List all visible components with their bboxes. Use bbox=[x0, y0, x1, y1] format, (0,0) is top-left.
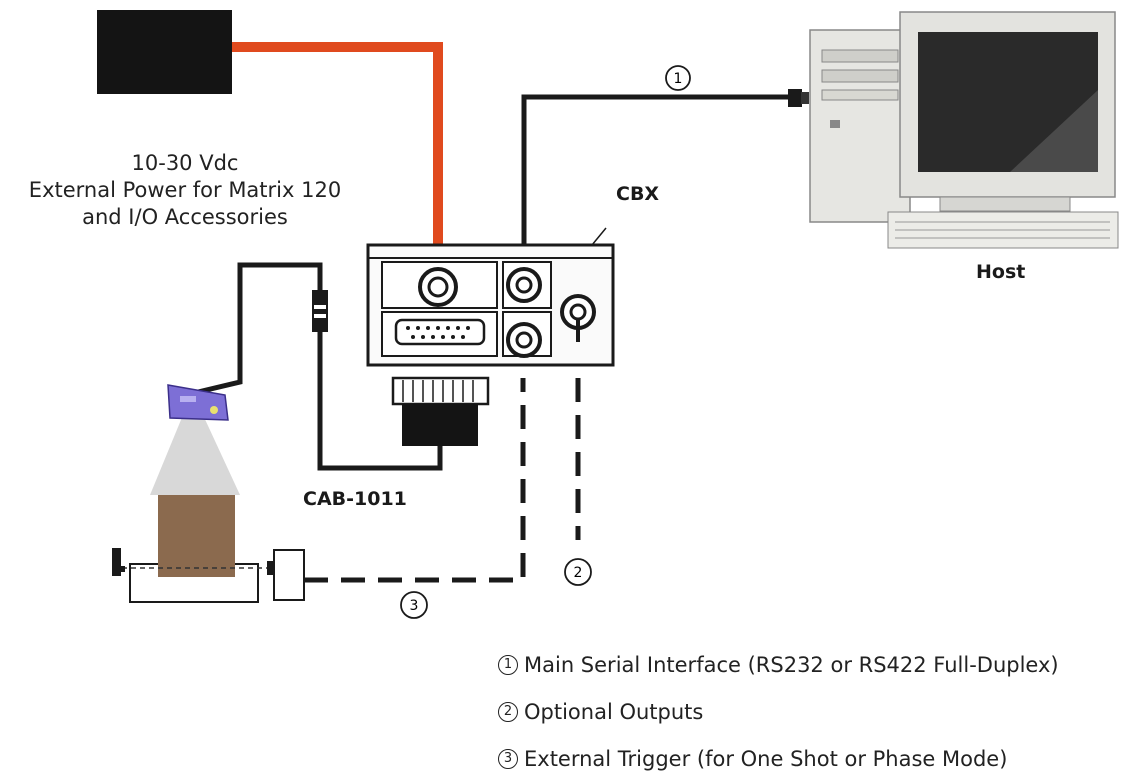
legend-number-3: 3 bbox=[498, 749, 518, 769]
power-supply-box bbox=[97, 10, 232, 94]
power-label-line1: 10-30 Vdc bbox=[131, 151, 239, 175]
power-label: 10-30 Vdc External Power for Matrix 120 … bbox=[0, 150, 370, 231]
power-label-line3: and I/O Accessories bbox=[82, 205, 288, 229]
legend-item-3: 3 External Trigger (for One Shot or Phas… bbox=[498, 747, 1007, 771]
cab-connector bbox=[391, 376, 490, 446]
cbx-unit bbox=[366, 227, 615, 367]
legend-text-2: Optional Outputs bbox=[524, 700, 704, 724]
legend-number-2: 2 bbox=[498, 702, 518, 722]
conveyor bbox=[112, 495, 305, 603]
marker-3-text: 3 bbox=[410, 598, 419, 614]
cab-1011-cable bbox=[197, 262, 443, 471]
power-cable bbox=[232, 42, 443, 285]
cable-label: CAB-1011 bbox=[303, 488, 407, 510]
inline-connector bbox=[312, 290, 328, 332]
serial-cable bbox=[521, 94, 790, 272]
marker-2-text: 2 bbox=[574, 565, 583, 581]
host-computer bbox=[809, 11, 1119, 249]
serial-connector bbox=[788, 89, 802, 107]
legend-item-2: 2 Optional Outputs bbox=[498, 700, 703, 724]
host-label: Host bbox=[976, 261, 1026, 283]
reader-body bbox=[167, 384, 229, 421]
legend-text-3: External Trigger (for One Shot or Phase … bbox=[524, 747, 1008, 771]
cbx-label: CBX bbox=[616, 183, 660, 205]
marker-1-text: 1 bbox=[674, 71, 683, 87]
photocell-sensor bbox=[273, 549, 305, 601]
power-label-line2: External Power for Matrix 120 bbox=[28, 178, 342, 202]
marker-2: 2 bbox=[564, 558, 592, 586]
product-box bbox=[158, 495, 235, 577]
legend-number-1: 1 bbox=[498, 655, 518, 675]
trigger-cable bbox=[304, 378, 526, 583]
matrix-reader bbox=[150, 384, 240, 495]
legend-text-1: Main Serial Interface (RS232 or RS422 Fu… bbox=[524, 653, 1059, 677]
marker-3: 3 bbox=[400, 591, 428, 619]
scan-beam bbox=[150, 415, 240, 495]
photocell-reflector bbox=[112, 548, 121, 576]
marker-1: 1 bbox=[665, 65, 691, 91]
legend-item-1: 1 Main Serial Interface (RS232 or RS422 … bbox=[498, 653, 1059, 677]
db25-port bbox=[394, 318, 486, 346]
